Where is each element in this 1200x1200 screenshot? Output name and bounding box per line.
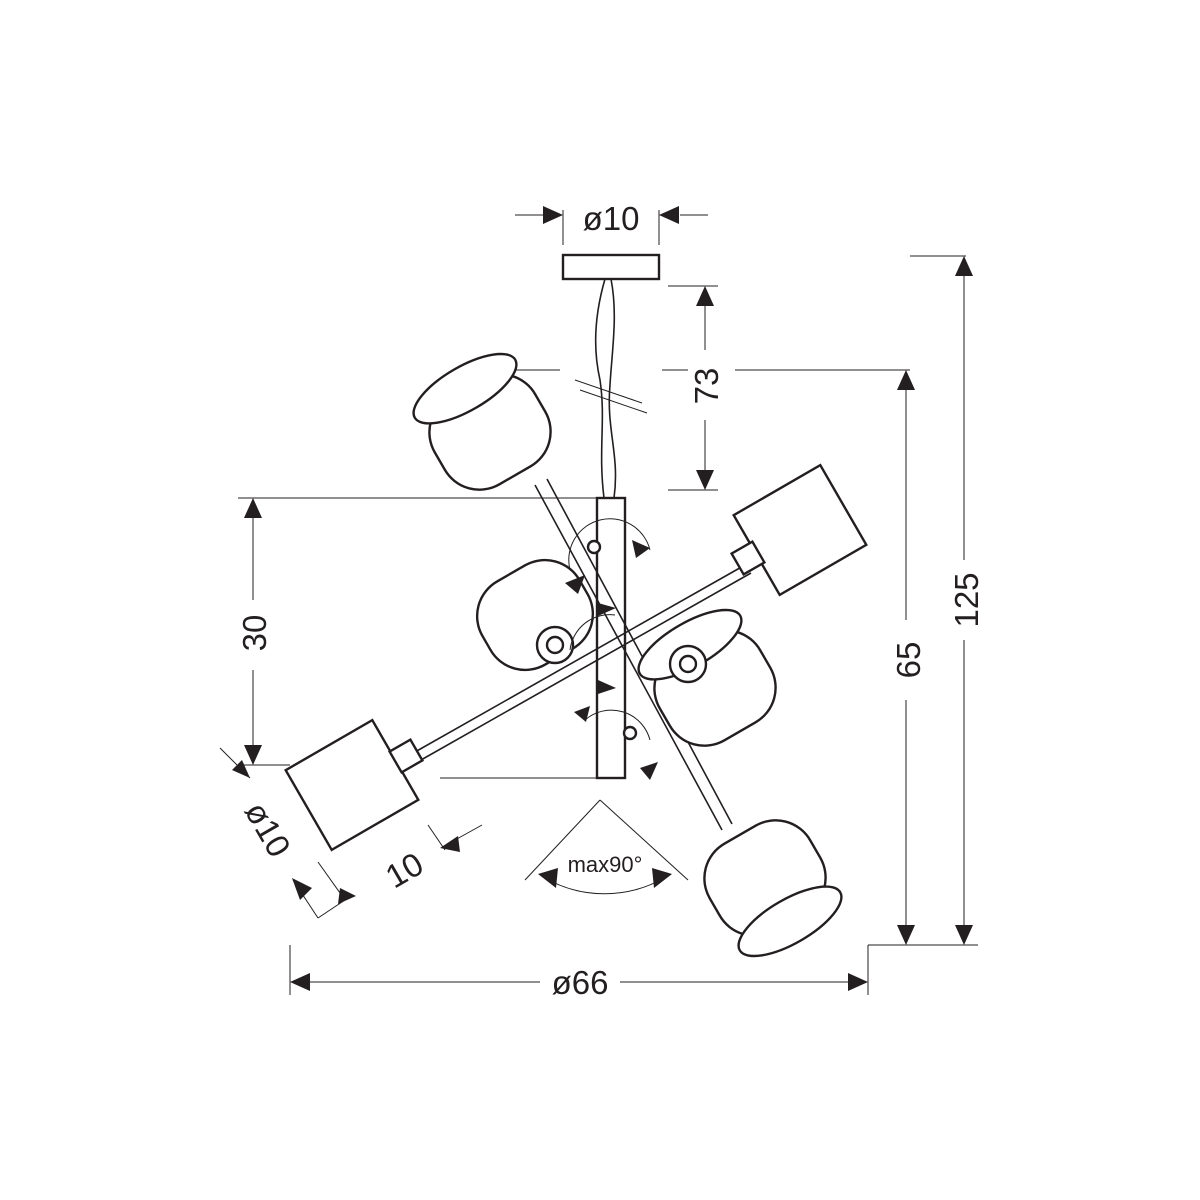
rotation-angle-label: max90°	[568, 852, 643, 877]
suspension-cable	[574, 278, 648, 499]
dim-overall-diameter: ø66	[289, 945, 869, 1001]
dim-rotation-angle: max90°	[524, 799, 689, 895]
dim-total-height: 125	[868, 255, 985, 946]
arm-diagonal-2	[414, 564, 752, 761]
overall-diameter-label: ø66	[552, 964, 609, 1001]
shade-top-left	[412, 352, 552, 491]
shade-center-left	[475, 558, 595, 672]
shade-diameter-label: ø10	[238, 795, 298, 863]
shade-length-label: 10	[379, 845, 429, 895]
dim-cable-length: 73	[668, 285, 725, 491]
dim-canopy-diameter: ø10	[515, 200, 708, 245]
dim-arm-height: 30	[236, 497, 600, 779]
arm-height-label: 30	[236, 615, 273, 652]
cable-length-label: 73	[688, 368, 725, 405]
shade-top-right	[729, 463, 868, 597]
central-body	[595, 496, 627, 780]
arm-diagonal-1	[534, 478, 733, 831]
shade-center-right	[637, 608, 777, 747]
dim-fixture-height: 65	[515, 369, 927, 945]
rotation-arcs	[565, 518, 658, 780]
shade-bottom-right	[703, 819, 843, 958]
fixture-height-label: 65	[890, 642, 927, 679]
ceiling-canopy	[561, 253, 661, 281]
shade-bottom-left	[284, 718, 425, 852]
dim-shade-length: 10	[379, 824, 483, 895]
canopy-diameter-label: ø10	[583, 200, 640, 237]
total-height-label: 125	[948, 572, 985, 627]
